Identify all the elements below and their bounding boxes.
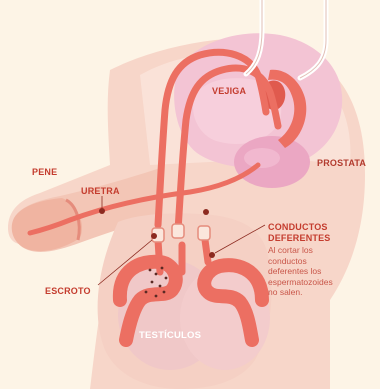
testiculos-label: TESTÍCULOS: [139, 330, 201, 341]
escroto-label: ESCROTO: [45, 286, 91, 296]
deferentes-marker-mid: [203, 209, 209, 215]
note-line: no salen.: [268, 287, 333, 298]
note-line: Al cortar los: [268, 245, 333, 256]
uretra-marker: [99, 208, 105, 214]
pene-label: PENE: [32, 167, 57, 177]
vas-cut-right: [198, 226, 210, 240]
note-line: deferentes los: [268, 266, 333, 277]
prostate-highlight: [244, 148, 280, 168]
conductos-deferentes-label: CONDUCTOS DEFERENTES: [268, 222, 331, 244]
deferentes-marker-right: [209, 252, 215, 258]
vas-lower-right: [205, 240, 208, 262]
vejiga-label: VEJIGA: [212, 86, 246, 96]
uretra-label: URETRA: [81, 186, 120, 196]
note-line: espermatozoides: [268, 277, 333, 288]
vas-lower-left: [158, 240, 160, 272]
vas-cut-center: [172, 224, 184, 238]
note-line: conductos: [268, 256, 333, 267]
deferentes-marker-left: [151, 233, 157, 239]
vasectomy-note: Al cortar los conductos deferentes los e…: [268, 245, 333, 298]
prostata-label: PROSTATA: [317, 158, 366, 168]
